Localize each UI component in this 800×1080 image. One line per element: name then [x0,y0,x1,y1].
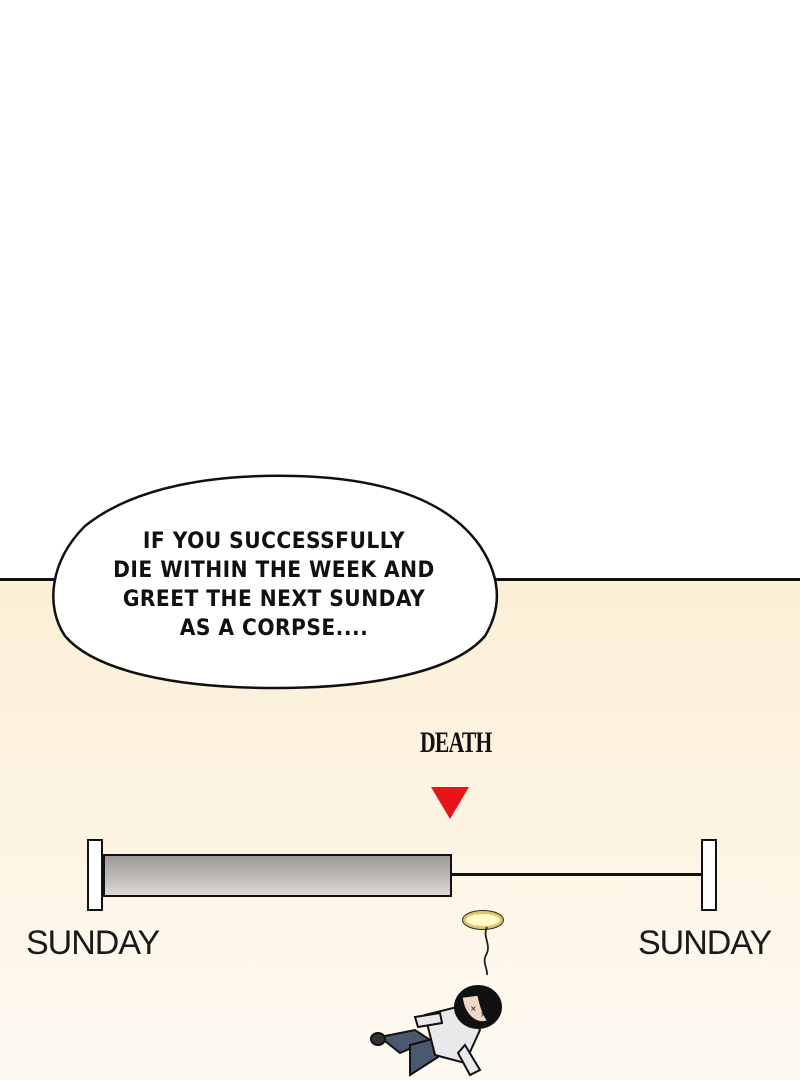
fallen-character-icon: × × [370,985,502,1077]
top-panel-background [0,0,800,580]
speech-bubble-text: IF YOU SUCCESSFULLY DIE WITHIN THE WEEK … [63,527,484,643]
svg-text:×: × [470,1004,477,1013]
timeline-start-label: SUNDAY [26,924,160,962]
soul-wisp-line [483,926,489,976]
death-label: DEATH [420,726,492,759]
speech-line: AS A CORPSE.... [179,616,369,641]
timeline-start-cap [87,839,103,911]
svg-text:×: × [480,1010,487,1019]
speech-line: DIE WITHIN THE WEEK AND [113,558,435,583]
speech-bubble [52,474,499,690]
speech-line: IF YOU SUCCESSFULLY [142,529,406,554]
timeline-track-line [452,873,702,876]
halo-icon [463,911,503,929]
timeline-end-label: SUNDAY [638,924,772,962]
death-marker-triangle-icon [431,787,469,819]
timeline-end-cap [701,839,717,911]
speech-line: GREET THE NEXT SUNDAY [122,587,426,612]
timeline-progress-bar [103,854,452,897]
